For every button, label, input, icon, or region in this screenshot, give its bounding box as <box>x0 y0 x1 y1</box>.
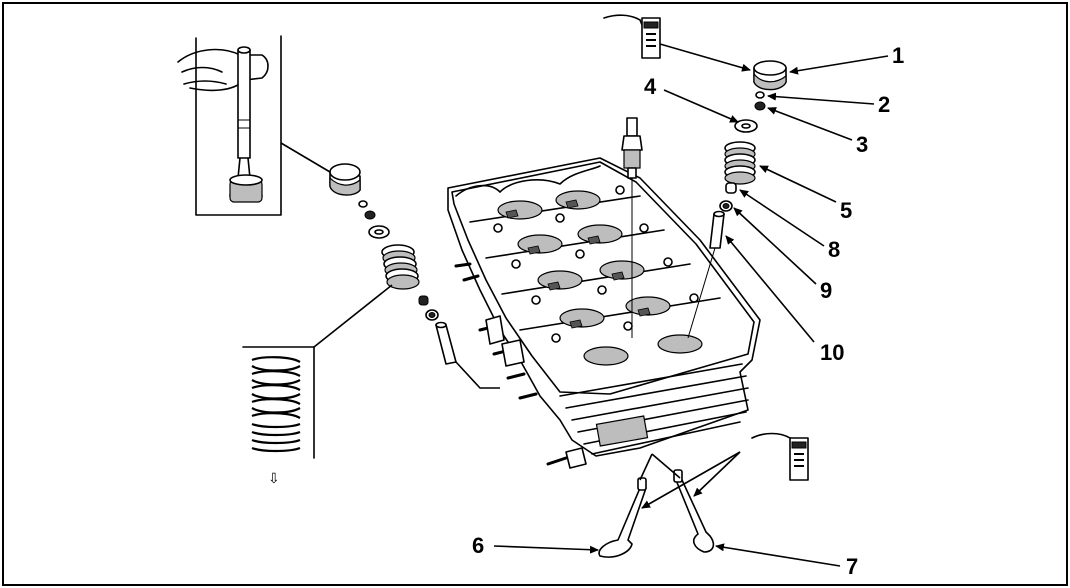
press-tool-icon <box>177 35 282 216</box>
callout-1: 1 <box>892 43 904 68</box>
callout-5: 5 <box>840 198 852 223</box>
valve-6 <box>598 477 647 558</box>
callout-3: 3 <box>856 132 868 157</box>
cylinder-head <box>447 157 761 469</box>
spring-direction-glyph: ⇩ <box>268 471 280 487</box>
spark-plug <box>621 117 643 338</box>
callout-6: 6 <box>472 533 484 558</box>
callout-8: 8 <box>828 237 840 262</box>
right-valve-stack <box>687 60 787 339</box>
callout-7: 7 <box>846 554 858 579</box>
spring-detail-icon: ⇩ <box>242 346 315 487</box>
oil-can-icon <box>751 432 809 481</box>
oil-can-icon <box>603 14 661 59</box>
callout-10: 10 <box>820 340 844 365</box>
callout-9: 9 <box>820 278 832 303</box>
callout-2: 2 <box>878 92 890 117</box>
left-valve-stack <box>329 163 500 389</box>
callout-4: 4 <box>644 74 657 99</box>
